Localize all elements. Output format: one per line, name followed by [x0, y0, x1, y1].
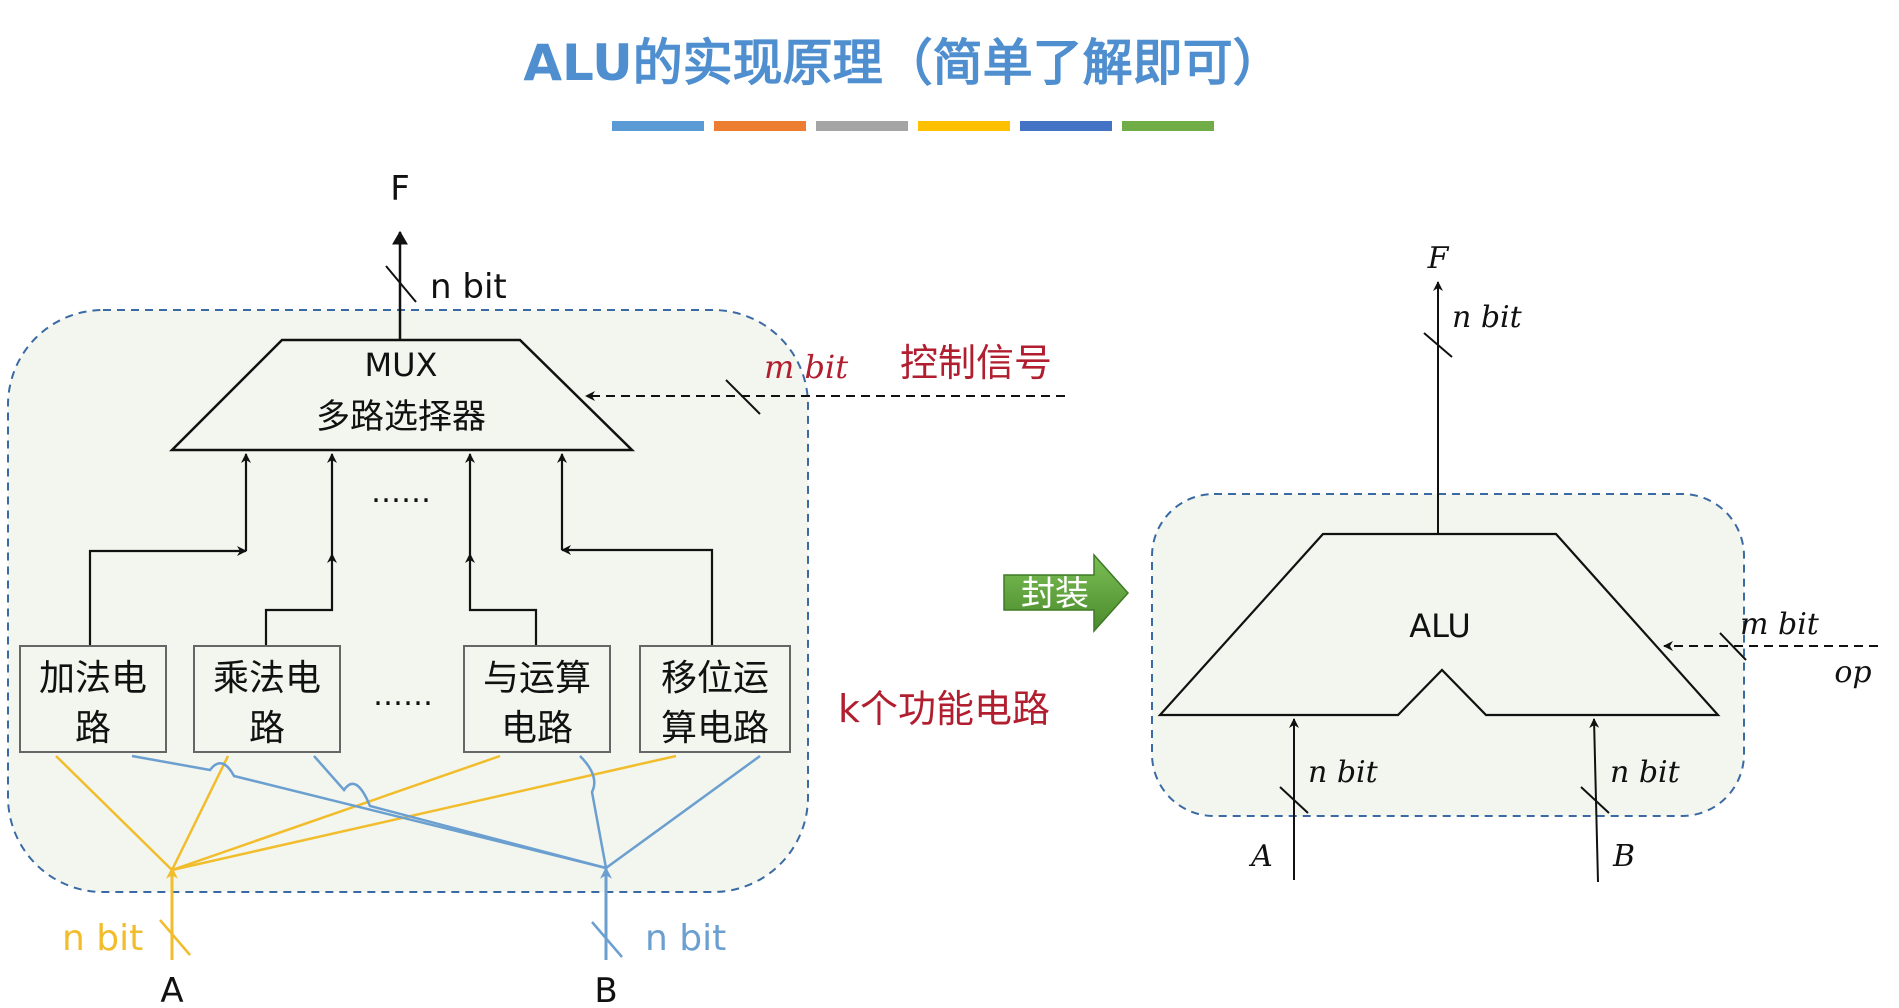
input-a-label: A — [160, 971, 183, 1008]
circuit-box-multiply: 乘法电 路 — [193, 645, 341, 753]
title-bar-darkblue — [1020, 121, 1112, 131]
mux-input-2 — [264, 553, 337, 646]
circuit-label: 加法电 — [39, 658, 147, 699]
circuit-box-shift: 移位运 算电路 — [639, 645, 791, 753]
title-bar-green — [1122, 121, 1214, 131]
wires-input-b — [131, 754, 761, 870]
dots-mid: …… — [373, 678, 433, 713]
title-color-bars — [612, 121, 1214, 131]
right-input-b-label: B — [1612, 839, 1635, 874]
circuit-label: 算电路 — [661, 708, 769, 749]
title-bar-orange — [714, 121, 806, 131]
mbit-label: m bit — [764, 348, 848, 386]
alu-label: ALU — [1409, 607, 1471, 645]
title-bar-yellow — [918, 121, 1010, 131]
right-output-slash — [1423, 332, 1453, 358]
right-input-b-width: n bit — [1610, 755, 1681, 790]
right-output-width: n bit — [1452, 300, 1523, 335]
circuit-label: 移位运 — [661, 658, 769, 699]
left-output-label: F — [390, 169, 410, 209]
right-input-a-slash — [1279, 786, 1309, 814]
circuit-label: 路 — [75, 708, 111, 749]
left-output-width: n bit — [430, 267, 507, 307]
right-input-a-label: A — [1248, 839, 1273, 874]
left-output-slash — [385, 265, 417, 303]
circuit-label: 电路 — [501, 708, 573, 749]
circuit-label: 与运算 — [483, 658, 591, 699]
mux-input-4 — [561, 545, 714, 646]
right-input-b-slash — [1580, 786, 1610, 814]
mux-shape — [168, 338, 636, 452]
circuit-label: 乘法电 — [213, 658, 321, 699]
left-diagram: F n bit MUX 多路选择器 m bit 控制信号 …… 加法电 路 乘法… — [7, 169, 1065, 1008]
circuit-box-add: 加法电 路 — [19, 645, 167, 753]
right-diagram: F n bit ALU m bit op n bit A n bit B — [1151, 241, 1878, 883]
input-a-slash — [159, 919, 191, 956]
input-a-width: n bit — [62, 918, 143, 959]
right-input-a-width: n bit — [1308, 755, 1379, 790]
mux-input-1 — [88, 546, 247, 646]
input-b-label: B — [594, 971, 617, 1008]
control-signal-label: 控制信号 — [900, 341, 1052, 385]
op-signal-slash — [1719, 632, 1747, 661]
circuit-box-and: 与运算 电路 — [463, 645, 611, 753]
k-circuits-label: k个功能电路 — [838, 687, 1050, 731]
encapsulate-arrow: 封装 — [1003, 553, 1130, 633]
mux-sublabel: 多路选择器 — [316, 397, 486, 437]
green-arrow-icon — [1003, 553, 1130, 633]
op-label: op — [1834, 655, 1871, 690]
title-bar-gray — [816, 121, 908, 131]
alu-shape — [1157, 532, 1721, 717]
page-title: ALU的实现原理（简单了解即可） — [523, 34, 1282, 92]
control-signal-slash — [725, 379, 761, 415]
right-output-label: F — [1427, 241, 1450, 276]
input-b-slash — [591, 921, 623, 958]
circuit-label: 路 — [249, 708, 285, 749]
op-mbit-label: m bit — [1740, 607, 1820, 642]
dots-top: …… — [371, 475, 431, 510]
input-b-width: n bit — [645, 918, 726, 959]
encapsulate-label: 封装 — [1021, 574, 1089, 614]
title-bar-blue — [612, 121, 704, 131]
mux-label: MUX — [365, 346, 438, 384]
mux-input-3 — [465, 553, 538, 646]
